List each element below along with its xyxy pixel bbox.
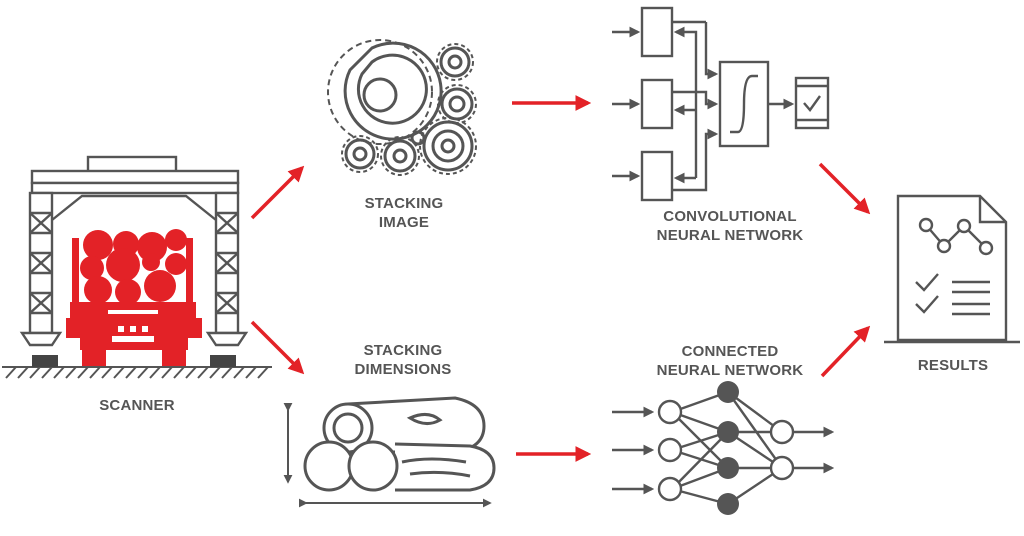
right-foot-block xyxy=(210,355,236,367)
label-connected-nn: CONNECTED NEURAL NETWORK xyxy=(657,342,804,380)
cnn-connections xyxy=(612,20,821,192)
log-bark-ticks xyxy=(327,39,477,176)
label-stacking-dimensions-line2: DIMENSIONS xyxy=(354,361,452,378)
left-foot-block xyxy=(32,355,58,367)
arrow-connected-to-results xyxy=(820,325,871,378)
label-cnn-line1: CONVOLUTIONAL xyxy=(663,208,797,225)
convolutional-network-icon xyxy=(640,6,830,202)
label-scanner-text: SCANNER xyxy=(99,397,175,414)
log-truck-icon xyxy=(66,229,202,366)
results-report-icon xyxy=(884,194,1020,344)
flow-arrows xyxy=(250,95,871,462)
log-stack-dimensions-icon xyxy=(303,396,496,492)
label-stacking-image: STACKING IMAGE xyxy=(365,194,444,232)
label-results-text: RESULTS xyxy=(917,357,989,374)
truck-details xyxy=(108,310,158,342)
label-connected-nn-line2: NEURAL NETWORK xyxy=(656,362,804,379)
label-results: RESULTS xyxy=(918,356,988,375)
ground-line xyxy=(2,366,272,379)
label-stacking-dimensions: STACKING DIMENSIONS xyxy=(354,341,451,379)
arrow-scanner-to-dimensions xyxy=(250,320,305,375)
arrow-cnn-to-results xyxy=(818,162,871,215)
connected-network-icon xyxy=(612,381,835,515)
label-connected-nn-line1: CONNECTED xyxy=(681,343,779,360)
arrow-scanner-to-image xyxy=(250,165,305,220)
label-cnn-line2: NEURAL NETWORK xyxy=(656,227,804,244)
label-stacking-image-line1: STACKING xyxy=(364,195,444,212)
label-stacking-dimensions-line1: STACKING xyxy=(363,342,443,359)
label-cnn: CONVOLUTIONAL NEURAL NETWORK xyxy=(657,207,804,245)
label-stacking-image-line2: IMAGE xyxy=(378,214,430,231)
scanner-gantry-icon xyxy=(19,155,249,347)
label-scanner: SCANNER xyxy=(99,396,175,415)
log-cross-sections-icon xyxy=(343,41,474,173)
dimension-arrows xyxy=(283,402,492,508)
